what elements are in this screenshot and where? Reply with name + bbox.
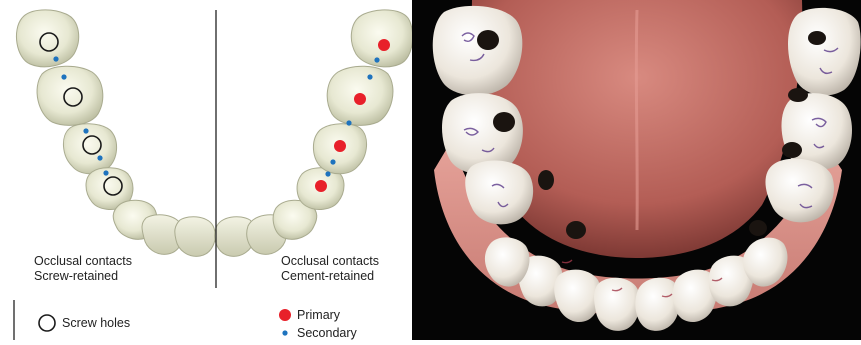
legend-screw-hole-symbol [39, 315, 55, 331]
secondary-contact-dot [61, 74, 66, 79]
secondary-contact-dot [325, 171, 330, 176]
left-caption-line1: Occlusal contacts [34, 254, 132, 269]
secondary-contact-dot [53, 56, 58, 61]
photo-tooth [433, 6, 523, 96]
palatal-midline [636, 10, 637, 230]
right-posterior-teeth [297, 10, 412, 210]
tooth-left-central-incisor [175, 217, 215, 257]
legend-primary-symbol [279, 309, 291, 321]
tooth-left-molar-1 [16, 10, 78, 67]
secondary-contact-dot [346, 120, 351, 125]
primary-contact-dot [354, 93, 366, 105]
right-caption-line2: Cement-retained [281, 269, 374, 284]
clinical-photo [412, 0, 861, 340]
right-caption-line1: Occlusal contacts [281, 254, 379, 269]
legend-secondary-symbol [282, 330, 287, 335]
secondary-contact-dot [367, 74, 372, 79]
left-caption-line2: Screw-retained [34, 269, 118, 284]
photo-tooth [782, 93, 853, 170]
screw-access-hole [538, 170, 554, 190]
legend-secondary-label: Secondary [297, 326, 357, 341]
screw-access-hole [788, 88, 808, 102]
secondary-contact-dot [330, 159, 335, 164]
legend-screw-holes-label: Screw holes [62, 316, 130, 331]
left-posterior-teeth [16, 10, 132, 210]
tooth-left-molar-2 [37, 66, 103, 125]
secondary-contact-dot [83, 128, 88, 133]
primary-contact-dot [315, 180, 327, 192]
legend-primary-label: Primary [297, 308, 340, 323]
secondary-contact-dot [103, 170, 108, 175]
screw-access-hole [782, 142, 802, 158]
occlusal-contacts-diagram: Occlusal contacts Screw-retained Occlusa… [0, 0, 412, 340]
screw-access-hole [808, 31, 826, 45]
anterior-teeth [113, 200, 317, 256]
photo-tooth [788, 8, 861, 96]
screw-access-hole [566, 221, 586, 239]
secondary-contact-dot [97, 155, 102, 160]
prosthesis-photo-svg [412, 0, 861, 340]
arch-diagram-svg [0, 0, 412, 340]
primary-contact-dot [378, 39, 390, 51]
secondary-contact-dot [374, 57, 379, 62]
screw-access-hole [477, 30, 499, 50]
screw-access-hole [749, 220, 767, 236]
tooth-right-molar-1 [351, 10, 412, 67]
primary-contact-dot [334, 140, 346, 152]
tooth-left-premolar-1 [63, 124, 116, 174]
screw-access-hole [493, 112, 515, 132]
